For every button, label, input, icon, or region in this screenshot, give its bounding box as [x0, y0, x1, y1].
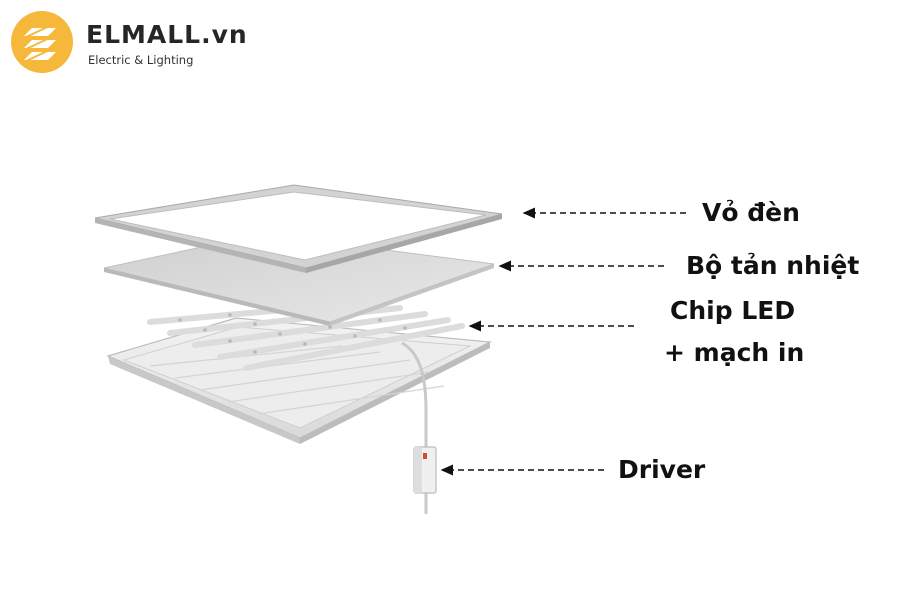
brand-logo: ELMALL.vn Electric & Lighting: [10, 10, 250, 74]
elmall-logo-icon: [11, 11, 73, 73]
brand-tagline: Electric & Lighting: [88, 53, 194, 67]
label-driver: Driver: [618, 455, 706, 484]
back-tray: [106, 317, 493, 444]
brand-name: ELMALL.vn: [86, 20, 248, 49]
label-chip-led-board: + mạch in: [664, 338, 805, 367]
driver-box: [413, 446, 437, 494]
heat-sink-sheet: [103, 233, 495, 326]
driver-cable: [401, 341, 428, 448]
label-heat-sink: Bộ tản nhiệt: [686, 251, 860, 280]
label-housing: Vỏ đèn: [702, 198, 800, 227]
housing-frame: [94, 184, 503, 273]
label-chip-led: Chip LED: [670, 296, 796, 325]
